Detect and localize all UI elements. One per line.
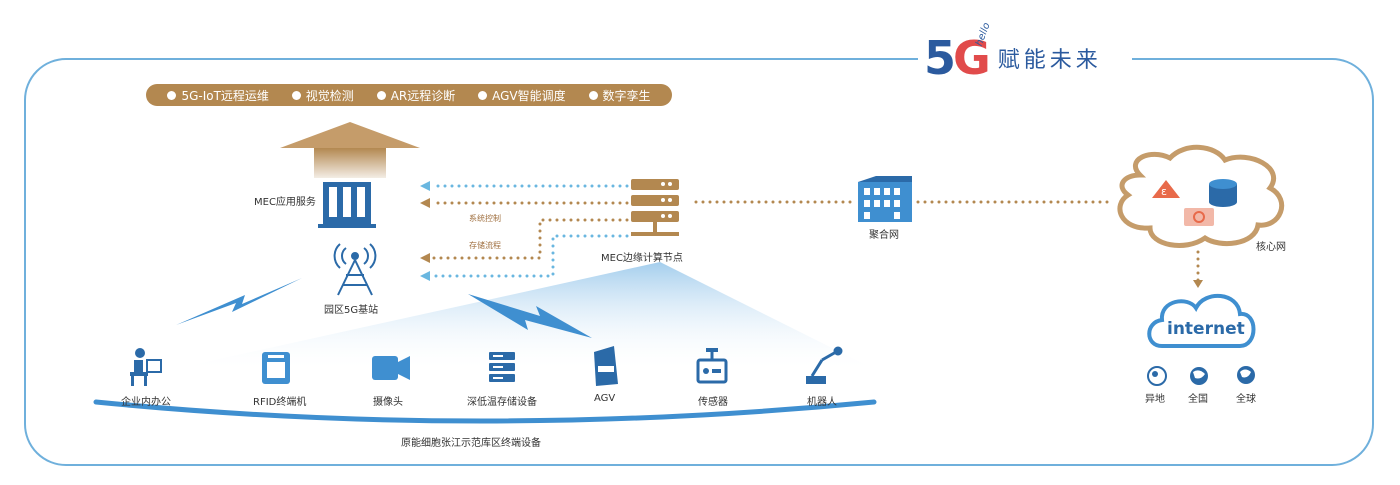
app-item: 数字孪生 — [588, 87, 651, 104]
bullet-icon — [588, 90, 598, 100]
devices-caption: 原能细胞张江示范库区终端设备 — [401, 438, 541, 449]
application-bar: 5G-IoT远程运维 视觉检测 AR远程诊断 AGV智能调度 数字孪生 — [146, 84, 672, 106]
office-worker-icon — [130, 348, 162, 386]
global-globe-icon — [1237, 366, 1255, 384]
wireless-bolt-icon — [176, 278, 302, 325]
svg-text:ε: ε — [1161, 185, 1167, 198]
flow-lines — [430, 184, 1200, 284]
cryo-storage-icon — [489, 352, 515, 382]
mec-app-label: MEC应用服务 — [254, 197, 316, 208]
core-firewall-icon — [1184, 208, 1214, 226]
bullet-icon — [291, 90, 301, 100]
internet-label: internet — [1167, 319, 1245, 339]
device-label: 企业内办公 — [121, 397, 171, 408]
device-label: 深低温存储设备 — [467, 397, 537, 408]
sensor-icon — [696, 348, 728, 384]
core-network-label: 核心网 — [1256, 242, 1286, 253]
scope-label: 全球 — [1236, 394, 1256, 405]
brand-logo: 5G hello 赋能未来 — [918, 21, 1132, 86]
bullet-icon — [167, 90, 177, 100]
aggregation-label: 聚合网 — [869, 230, 899, 241]
bullet-icon — [376, 90, 386, 100]
device-label: 传感器 — [698, 397, 728, 408]
scope-label: 异地 — [1145, 394, 1165, 405]
scope-label: 全国 — [1188, 394, 1208, 405]
device-label: 机器人 — [807, 397, 837, 408]
app-item: 5G-IoT远程运维 — [167, 87, 269, 104]
internet-cloud-icon — [1147, 293, 1256, 348]
remote-globe-icon — [1147, 366, 1167, 386]
core-alarm-icon: ε — [1152, 180, 1180, 198]
core-database-icon — [1209, 179, 1237, 207]
bullet-icon — [478, 90, 488, 100]
robot-arm-icon — [806, 346, 843, 384]
system-control-label: 系统控制 — [469, 214, 501, 223]
app-item: 视觉检测 — [291, 87, 354, 104]
mec-edge-server-icon — [631, 179, 679, 236]
base-station-icon — [333, 243, 377, 296]
wireless-bolt-icon — [468, 294, 592, 338]
core-network-cloud — [1117, 144, 1285, 248]
mec-edge-label: MEC边缘计算节点 — [601, 253, 683, 264]
upload-arrow-icon — [280, 122, 420, 178]
storage-flow-label: 存储流程 — [469, 241, 501, 250]
devices-bracket — [93, 399, 877, 424]
device-label: 摄像头 — [373, 397, 403, 408]
brand-tagline: 赋能未来 — [997, 48, 1102, 73]
agv-robot-icon — [594, 346, 618, 386]
rfid-terminal-icon — [262, 352, 290, 384]
base-station-label: 园区5G基站 — [324, 305, 379, 316]
device-label: RFID终端机 — [253, 397, 307, 408]
camera-icon — [372, 356, 410, 380]
brand-5g: 5G — [924, 31, 991, 85]
app-item: AGV智能调度 — [478, 87, 566, 104]
national-globe-icon — [1190, 367, 1208, 385]
device-label: AGV — [594, 393, 616, 404]
diagram-frame — [24, 58, 1374, 466]
mec-app-server-icon — [318, 182, 376, 228]
app-item: AR远程诊断 — [376, 87, 455, 104]
aggregation-network-icon — [858, 176, 912, 222]
